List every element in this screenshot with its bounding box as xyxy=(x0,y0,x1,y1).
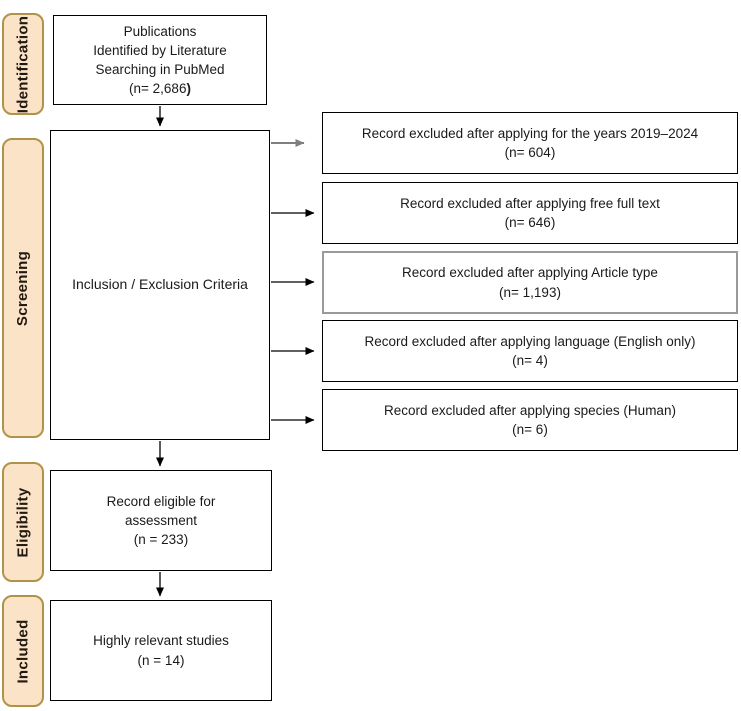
excluded-free-full-text-text: Record excluded after applying free full… xyxy=(400,195,660,211)
excluded-language-text: Record excluded after applying language … xyxy=(364,333,696,349)
flow-box-criteria: Inclusion / Exclusion Criteria xyxy=(50,130,270,440)
included-count: (n = 14) xyxy=(137,652,185,668)
stage-label-identification-text: Identification xyxy=(14,15,32,113)
excluded-species-text: Record excluded after applying species (… xyxy=(384,402,676,418)
included-text: Highly relevant studies xyxy=(93,633,229,649)
publications-line-2: Identified by Literature xyxy=(93,42,227,58)
stage-label-included: Included xyxy=(2,595,44,707)
publications-count: (n= 2,686) xyxy=(129,81,191,97)
stage-label-identification: Identification xyxy=(2,13,44,115)
excluded-species-count: (n= 6) xyxy=(512,422,548,437)
eligible-line-1: Record eligible for xyxy=(106,493,216,509)
flow-box-publications: Publications Identified by Literature Se… xyxy=(53,15,267,105)
flow-box-excluded-species: Record excluded after applying species (… xyxy=(322,389,738,451)
eligible-count: (n = 233) xyxy=(133,532,189,548)
stage-label-screening: Screening xyxy=(2,138,44,438)
publications-count-bold-paren: ) xyxy=(186,81,191,97)
flow-box-excluded-years: Record excluded after applying for the y… xyxy=(322,112,738,174)
flow-box-excluded-free-full-text: Record excluded after applying free full… xyxy=(322,182,738,244)
publications-line-3: Searching in PubMed xyxy=(95,62,225,77)
stage-label-screening-text: Screening xyxy=(14,250,32,326)
flow-box-eligible: Record eligible for assessment (n = 233) xyxy=(50,470,272,571)
publications-line-1: Publications xyxy=(123,23,197,39)
excluded-years-text: Record excluded after applying for the y… xyxy=(361,125,699,141)
excluded-article-type-count: (n= 1,193) xyxy=(499,284,561,300)
stage-label-eligibility: Eligibility xyxy=(2,462,44,582)
flow-box-included: Highly relevant studies (n = 14) xyxy=(50,600,272,701)
flow-box-excluded-language: Record excluded after applying language … xyxy=(322,320,738,382)
flow-box-excluded-article-type: Record excluded after applying Article t… xyxy=(322,251,738,314)
criteria-text: Inclusion / Exclusion Criteria xyxy=(72,276,248,293)
stage-label-included-text: Included xyxy=(14,618,32,684)
excluded-years-count: (n= 604) xyxy=(504,145,556,160)
eligible-line-2: assessment xyxy=(124,512,198,528)
excluded-free-full-text-count: (n= 646) xyxy=(504,215,556,230)
stage-label-eligibility-text: Eligibility xyxy=(14,487,32,557)
excluded-language-count: (n= 4) xyxy=(512,353,548,368)
excluded-article-type-text: Record excluded after applying Article t… xyxy=(402,265,658,281)
